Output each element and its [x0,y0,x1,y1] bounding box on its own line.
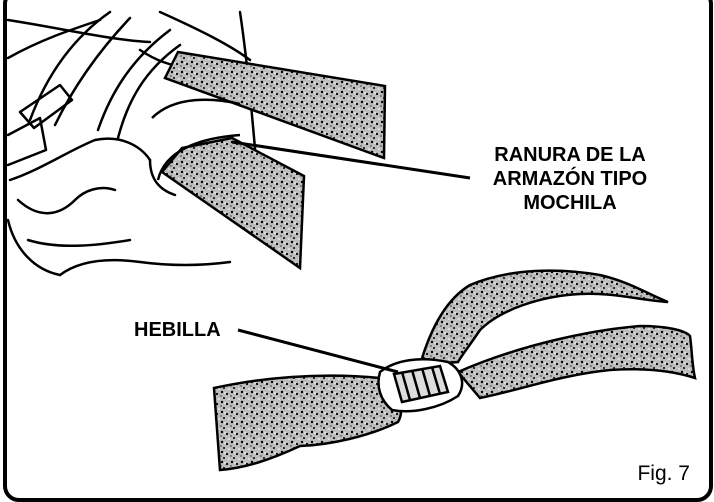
buckle-leader-line [238,330,398,372]
buckle-icon [379,359,463,411]
buckle-label: HEBILLA [134,318,221,342]
slot-label: RANURA DE LA ARMAZÓN TIPO MOCHILA [470,143,670,215]
slot-label-line3: MOCHILA [470,191,670,215]
figure-number: Fig. 7 [637,462,690,486]
slot-label-line1: RANURA DE LA [470,143,670,167]
long-strap-lower [458,326,695,398]
slot-label-line2: ARMAZÓN TIPO [470,167,670,191]
lower-strap [162,138,304,268]
buckle-strap [214,376,401,470]
